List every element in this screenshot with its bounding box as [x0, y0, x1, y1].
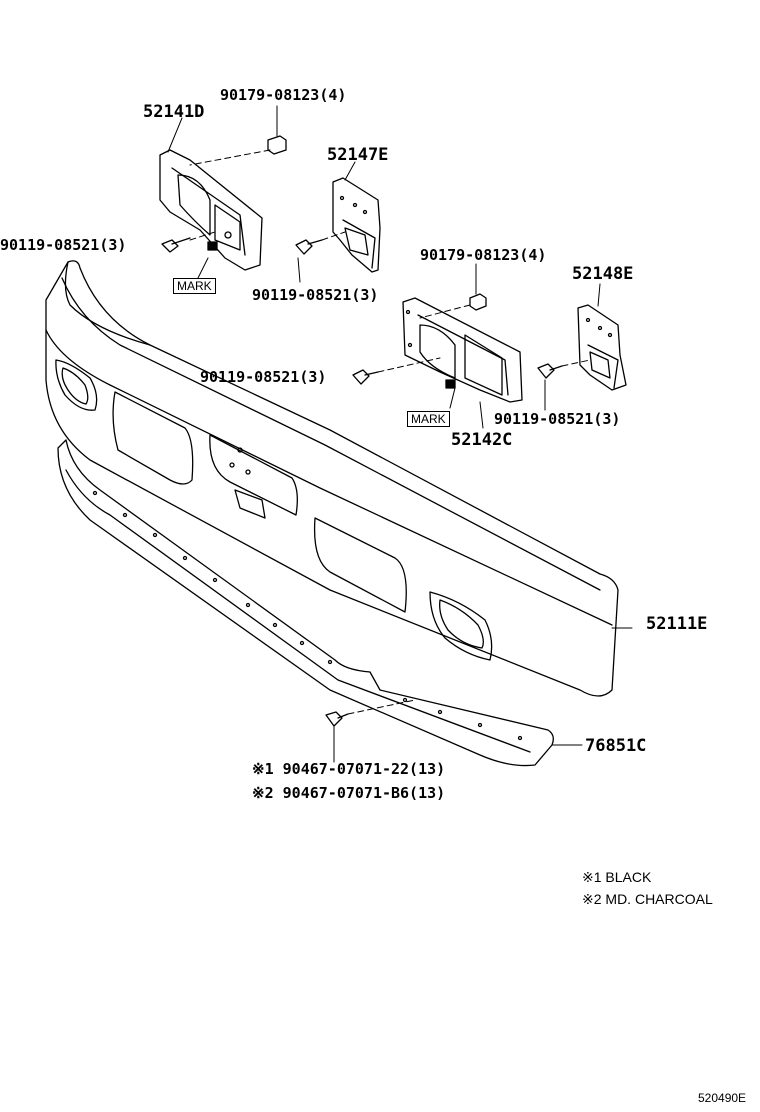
label-part-76851c: 76851C: [585, 736, 647, 756]
label-clip-black: ※1 90467-07071-22(13): [252, 760, 446, 778]
bumper-fog-opening-right: [429, 591, 493, 661]
lower-molding-shape: [57, 439, 554, 767]
label-bolt-90179-08123-mid: 90179-08123(4): [420, 246, 547, 264]
label-part-52148e: 52148E: [572, 264, 634, 284]
bracket-52141d-shape: [159, 149, 263, 271]
label-bolt-90119-08521-b: 90119-08521(3): [252, 286, 379, 304]
bracket-52148e-shape: [577, 304, 627, 391]
label-bolt-90119-08521-c: 90119-08521(3): [200, 368, 327, 386]
assembly-lines: [189, 149, 591, 715]
bracket-52142c-shape: [402, 297, 523, 403]
diagram-reference-number: 520490E: [698, 1091, 747, 1105]
label-bolt-90119-08521-a: 90119-08521(3): [0, 236, 127, 254]
label-part-52147e: 52147E: [327, 145, 389, 165]
bumper-fog-opening-left: [55, 359, 98, 411]
label-part-52111e: 52111E: [646, 614, 708, 634]
label-bolt-90119-08521-d: 90119-08521(3): [494, 410, 621, 428]
mark-label-left: MARK: [173, 278, 216, 294]
label-part-52141d: 52141D: [143, 102, 205, 122]
mark-label-right: MARK: [407, 411, 450, 427]
leader-lines: [167, 105, 633, 763]
label-bolt-90179-08123-top: 90179-08123(4): [220, 86, 347, 104]
bumper-vent-left: [112, 391, 194, 485]
label-clip-charcoal: ※2 90467-07071-B6(13): [252, 784, 446, 802]
legend-item-1: ※1 BLACK: [582, 869, 652, 885]
fasteners: [161, 135, 563, 727]
bumper-vent-right: [313, 517, 407, 613]
bumper-cover-shape: [45, 260, 619, 697]
bracket-52147e-shape: [332, 177, 381, 273]
legend-item-2: ※2 MD. CHARCOAL: [582, 891, 713, 907]
bumper-license-recess: [209, 434, 298, 516]
label-part-52142c: 52142C: [451, 430, 513, 450]
